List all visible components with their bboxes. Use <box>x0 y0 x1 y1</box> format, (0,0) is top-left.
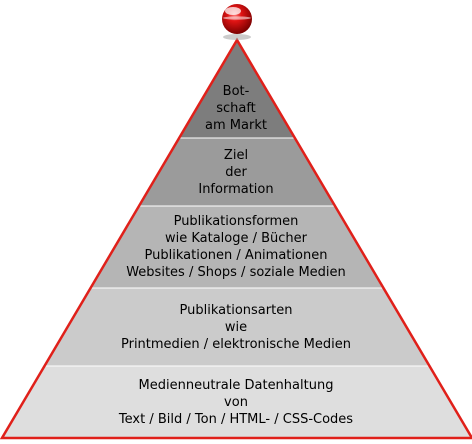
level-types-line: Publikationsarten <box>179 302 293 318</box>
level-message-line: schaft <box>216 100 256 116</box>
level-data-line: Text / Bild / Ton / HTML- / CSS-Codes <box>118 411 354 427</box>
level-types-line: Printmedien / elektronische Medien <box>120 336 351 352</box>
level-goal-line: Information <box>198 181 274 197</box>
pyramid-levels <box>1 39 472 439</box>
pyramid-outline <box>0 37 472 440</box>
level-data-line: Medienneutrale Datenhaltung <box>138 377 334 393</box>
level-forms-line: wie Kataloge / Bücher <box>164 231 308 246</box>
level-goal-line: der <box>225 164 247 180</box>
level-message-line: Bot- <box>222 83 250 99</box>
level-forms-line: Websites / Shops / soziale Medien <box>126 265 346 280</box>
apex-sphere-icon <box>222 4 252 40</box>
level-forms-line: Publikationen / Animationen <box>144 248 328 263</box>
level-types-line: wie <box>224 319 248 335</box>
level-message-line: am Markt <box>205 117 267 133</box>
level-data-line: von <box>224 394 248 410</box>
level-forms-line: Publikationsformen <box>173 214 299 229</box>
level-goal-line: Ziel <box>223 147 249 163</box>
